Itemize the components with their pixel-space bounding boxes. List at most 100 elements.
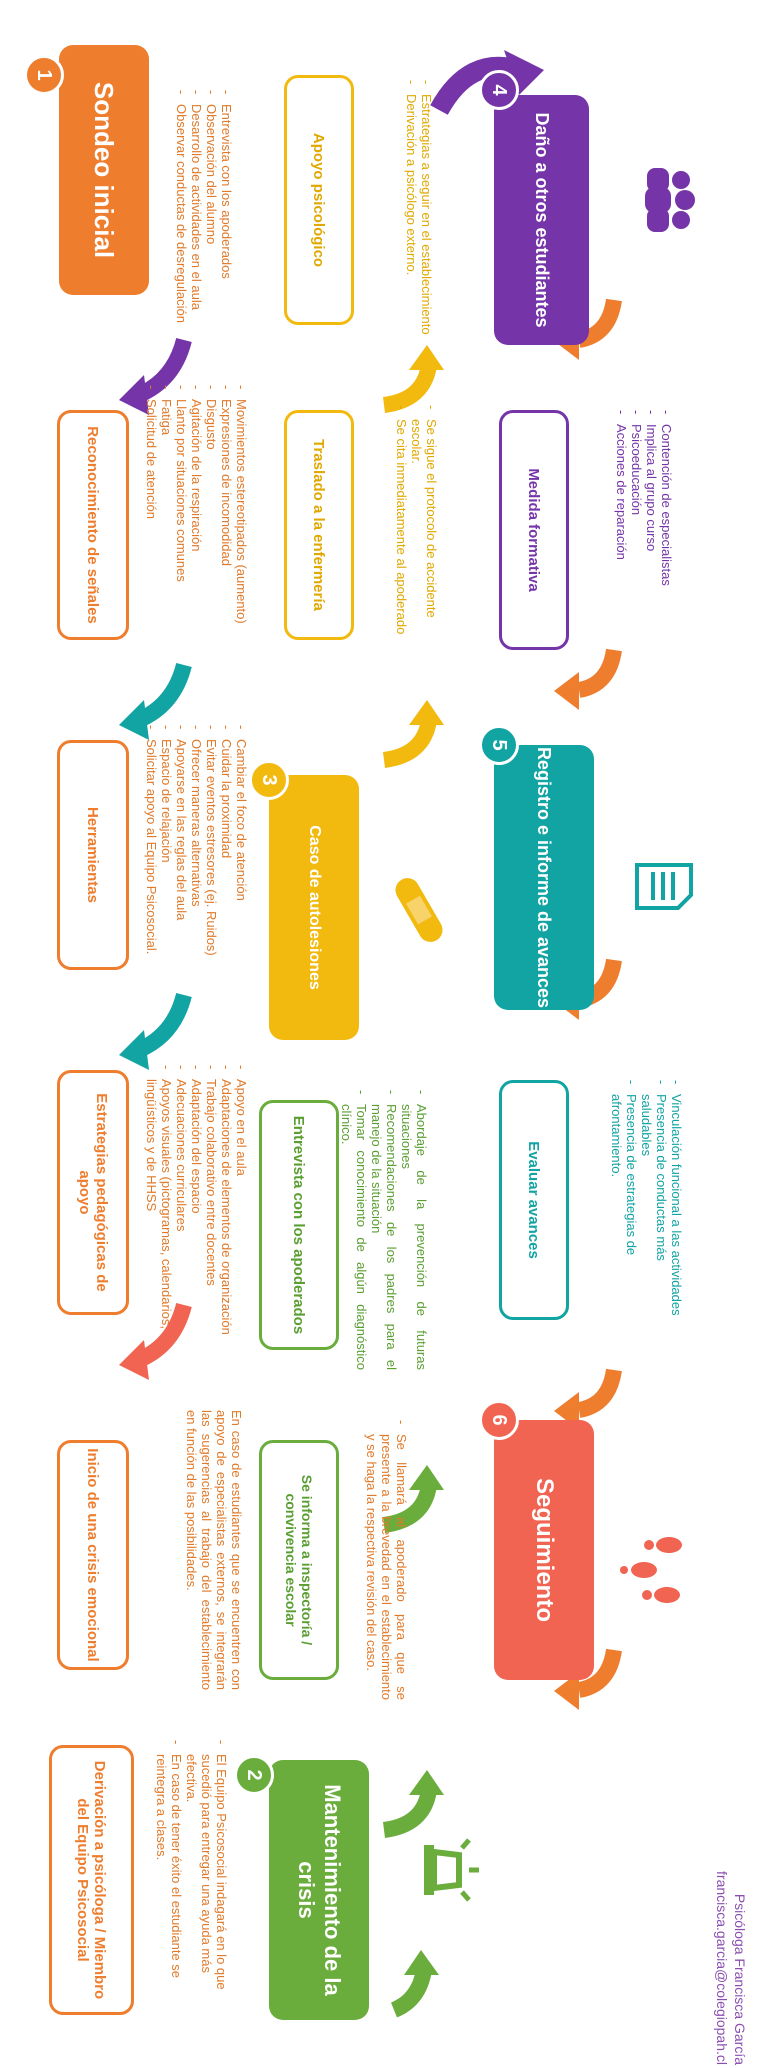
inicio-box: Inicio de una crisis emocional (57, 1440, 129, 1670)
evaluar-box: Evaluar avances (499, 1080, 569, 1320)
arrow-orange-4 (577, 1368, 622, 1418)
step3-box: Caso de autolesiones (269, 775, 359, 1040)
informa-list: Se llamará al apoderado para que se pres… (364, 1420, 409, 1700)
step6-box: Seguimiento (494, 1420, 594, 1680)
step2-number: 2 (234, 1755, 274, 1795)
entrevista-item: Tomar conocimiento de algún diagnóstico … (339, 1090, 369, 1370)
document-icon (629, 850, 699, 920)
herramientas-item: Evitar eventos estresores (ej. Ruidos) (204, 725, 219, 1015)
evaluar-item: Presencia de estrategias de afrontamient… (609, 1080, 639, 1320)
evaluar-item: Presencia de conductas más saludables (639, 1080, 669, 1320)
traslado-item: Se sigue el protocolo de accidente escol… (409, 405, 439, 655)
senales-item: Llanto por situaciones comunes (174, 385, 189, 675)
footprints-icon (619, 1525, 689, 1615)
herramientas-item: Espacio de relajación (159, 725, 174, 1015)
bandage-icon (389, 870, 449, 950)
arrow-yellow-1 (382, 718, 437, 768)
apoyo-list: Estrategias a seguir en el establecimien… (404, 80, 434, 340)
step6-title: Seguimiento (531, 1477, 558, 1622)
senales-item: Disgusto (204, 385, 219, 675)
arrow-purple-1-head (504, 50, 544, 95)
step1-title: Sondeo inicial (89, 81, 120, 259)
informa-box: Se informa a inspectoría / convivencia e… (259, 1440, 339, 1680)
step3-title: Caso de autolesiones (306, 825, 323, 990)
traslado-box: Traslado a la enfermería (284, 410, 354, 640)
medida-box: Medida formativa (499, 410, 569, 650)
medida-item: Psicoeducación (629, 410, 644, 660)
estrategias-item: Adecuaciones curriculares (174, 1065, 189, 1375)
informa-title: Se informa a inspectoría / convivencia e… (283, 1474, 315, 1646)
evaluar-title: Evaluar avances (525, 1141, 543, 1259)
step1-item: Observación del alumno (204, 90, 219, 360)
herramientas-title: Herramientas (84, 807, 102, 903)
estrategias-title: Estrategias pedagógicas de apoyo (76, 1093, 110, 1292)
step1-item: Desarrollo de actividades en el aula (189, 90, 204, 360)
step5-title: Registro e informe de avances (534, 746, 555, 1009)
estrategias-item: Apoyos visuales (pictogramas, calendario… (144, 1065, 174, 1375)
derivacion-box: Derivación a psicóloga / Miembro del Equ… (49, 1745, 134, 2015)
arrow-green-2 (382, 1788, 437, 1838)
step4-box: Daño a otros estudiantes (494, 95, 589, 345)
traslado-item: Se cita inmediatamente al apoderado (394, 405, 409, 655)
arrow-green-1 (390, 1968, 432, 2018)
herramientas-item: Ofrecer maneras alternativas (189, 725, 204, 1015)
traslado-list: Se sigue el protocolo de accidente escol… (394, 405, 439, 655)
step1-number: 1 (24, 55, 64, 95)
estrategias-list: Apoyo en el aula Adaptaciones de element… (144, 1065, 249, 1375)
derivacion-item: El Equipo Psicosocial indagará en lo que… (184, 1740, 229, 2020)
entrevista-list: Abordaje de la prevención de futuras sit… (339, 1090, 429, 1370)
senales-title: Reconocimiento de señales (84, 426, 102, 624)
derivacion-item: En caso de tener éxito el estudiante se … (154, 1740, 184, 2020)
herramientas-item: Cambiar el foco de atención (234, 725, 249, 1015)
arrow-orange-2-head (554, 672, 579, 710)
step6-number: 6 (479, 1400, 519, 1440)
senales-list: Movimientos estereotipados (aumento) Exp… (144, 385, 249, 675)
entrevista-item: Abordaje de la prevención de futuras sit… (399, 1090, 429, 1370)
group-icon (629, 160, 699, 240)
entrevista-title: Entrevista con los apoderados (290, 1115, 308, 1335)
evaluar-list: Vinculación funcional a las actividades … (609, 1080, 684, 1320)
arrow-teal-2-head (119, 1030, 149, 1070)
apoyo-box: Apoyo psicológico (284, 75, 354, 325)
step3-number: 3 (249, 760, 289, 800)
step4-title: Daño a otros estudiantes (532, 112, 552, 328)
informa-item: Se llamará al apoderado para que se pres… (364, 1420, 409, 1700)
apoyo-title: Apoyo psicológico (310, 132, 328, 268)
arrow-yellow-2-head (409, 345, 444, 370)
inicio-text: En caso de estudiantes que se encuentren… (184, 1410, 244, 1690)
step1-list: Entrevista con los apoderados Observació… (174, 90, 234, 360)
herramientas-item: Apoyarse en las reglas del aula (174, 725, 189, 1015)
senales-item: Expresiones de incomodidad (219, 385, 234, 675)
arrow-yellow-1-head (409, 700, 444, 725)
herramientas-list: Cambiar el foco de atención Cuidar la pr… (144, 725, 249, 1015)
senales-item: Agitación de la respiración (189, 385, 204, 675)
senales-item: Fatiga (159, 385, 174, 675)
estrategias-item: Adaptaciones de elementos de organizació… (219, 1065, 234, 1375)
senales-item: Movimientos estereotipados (aumento) (234, 385, 249, 675)
siren-icon (404, 1830, 484, 1910)
medida-item: Acciones de reparación (614, 410, 629, 660)
medida-list: Contención de especialistas Implica al g… (614, 410, 674, 660)
step4-number: 4 (479, 70, 519, 110)
arrow-orange-2 (577, 648, 622, 698)
entrevista-item: Recomendaciones de los padres para el ma… (369, 1090, 399, 1370)
arrow-teal-1-head (119, 700, 149, 740)
arrow-green-3-head (409, 1465, 444, 1490)
senales-box: Reconocimiento de señales (57, 410, 129, 640)
step1-item: Entrevista con los apoderados (219, 90, 234, 360)
entrevista-box: Entrevista con los apoderados (259, 1100, 339, 1350)
step2-title: Mantenimiento de la crisis (294, 1784, 345, 1996)
author-name: Psicóloga Francisca García (732, 1893, 748, 2065)
derivacion-list: El Equipo Psicosocial indagará en lo que… (154, 1740, 229, 2020)
herramientas-box: Herramientas (57, 740, 129, 970)
evaluar-item: Vinculación funcional a las actividades (669, 1080, 684, 1320)
arrow-purple-1 (430, 56, 522, 116)
medida-item: Implica al grupo curso (644, 410, 659, 660)
senales-item: Solicitud de atención (144, 385, 159, 675)
estrategias-box: Estrategias pedagógicas de apoyo (57, 1070, 129, 1315)
arrow-purple-2-head (119, 375, 149, 415)
inicio-title: Inicio de una crisis emocional (84, 1448, 102, 1662)
step2-box: Mantenimiento de la crisis (269, 1760, 369, 2020)
